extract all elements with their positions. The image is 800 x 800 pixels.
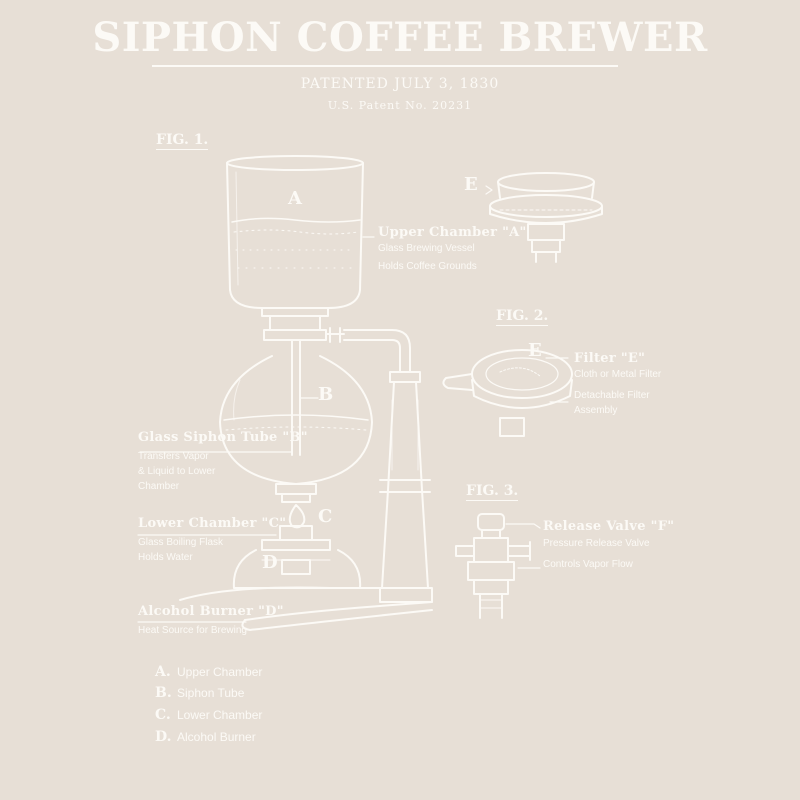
letter-e-fig2: E (528, 340, 542, 361)
filter-top-drawing (485, 172, 603, 263)
callout-line: Glass Boiling Flask (138, 537, 224, 548)
title-divider (152, 65, 618, 67)
legend-key: D. (155, 729, 172, 745)
callout-line: Chamber (138, 481, 180, 492)
legend-item: A. Upper Chamber (155, 664, 262, 680)
fig-1-label: FIG. 1. (156, 132, 209, 150)
lower-chamber-drawing (219, 355, 373, 503)
letter-b: B (318, 384, 334, 405)
legend-label: Siphon Tube (177, 686, 245, 700)
callout-line: Transfers Vapor (138, 451, 209, 462)
alcohol-burner-drawing (232, 504, 362, 589)
callout-title: Upper Chamber "A" (378, 225, 527, 240)
callout-line: Holds Coffee Grounds (378, 261, 477, 272)
callout-upper-chamber: Upper Chamber "A" Glass Brewing Vessel H… (378, 225, 527, 276)
callout-line: Cloth or Metal Filter (574, 369, 662, 380)
patent-number: U.S. Patent No. 20231 (327, 99, 473, 112)
callout-line: Controls Vapor Flow (543, 559, 633, 570)
callout-line: Assembly (574, 405, 618, 416)
legend-label: Lower Chamber (177, 708, 263, 722)
callout-line: Glass Brewing Vessel (378, 243, 475, 254)
callout-lower-chamber: Lower Chamber "C" Glass Boiling Flask Ho… (138, 516, 286, 565)
legend-key: C. (155, 707, 171, 723)
poster-title: SIPHON COFFEE BREWER (92, 14, 708, 61)
legend-label: Alcohol Burner (177, 730, 256, 744)
callout-release-valve: Release Valve "F" Pressure Release Valve… (543, 519, 674, 576)
filter-assembly-drawing (442, 349, 573, 437)
legend-label: Upper Chamber (177, 665, 263, 679)
callout-title: Release Valve "F" (543, 519, 675, 534)
legend-key: B. (155, 685, 172, 701)
callout-title: Lower Chamber "C" (138, 516, 287, 531)
callout-line: Pressure Release Valve (543, 538, 650, 549)
callout-siphon-tube: Glass Siphon Tube "B" Transfers Vapor & … (138, 430, 308, 494)
callout-title: Filter "E" (574, 351, 646, 366)
legend-item: C. Lower Chamber (155, 707, 262, 723)
fig-2-label: FIG. 2. (496, 308, 549, 326)
legend-item: D. Alcohol Burner (155, 729, 256, 745)
callout-line: & Liquid to Lower (138, 466, 216, 477)
letter-c: C (318, 506, 333, 527)
callout-line: Heat Source for Brewing (138, 625, 247, 636)
legend-key: A. (155, 664, 171, 680)
callout-line: Detachable Filter (574, 390, 650, 401)
letter-a: A (288, 188, 302, 209)
callout-title: Glass Siphon Tube "B" (138, 430, 308, 445)
fig-3-label: FIG. 3. (466, 483, 519, 501)
callout-filter: Filter "E" Cloth or Metal Filter Detacha… (574, 351, 661, 418)
letter-e-top: E (464, 174, 478, 195)
callout-alcohol-burner: Alcohol Burner "D" Heat Source for Brewi… (138, 604, 284, 638)
release-valve-drawing (455, 513, 541, 619)
letter-d: D (262, 552, 278, 573)
patent-date: PATENTED JULY 3, 1830 (300, 76, 500, 92)
legend-item: B. Siphon Tube (155, 685, 244, 701)
upper-chamber-drawing (226, 155, 364, 341)
support-stand-drawing (179, 371, 433, 631)
callout-line: Holds Water (138, 552, 193, 563)
callout-title: Alcohol Burner "D" (138, 604, 284, 619)
